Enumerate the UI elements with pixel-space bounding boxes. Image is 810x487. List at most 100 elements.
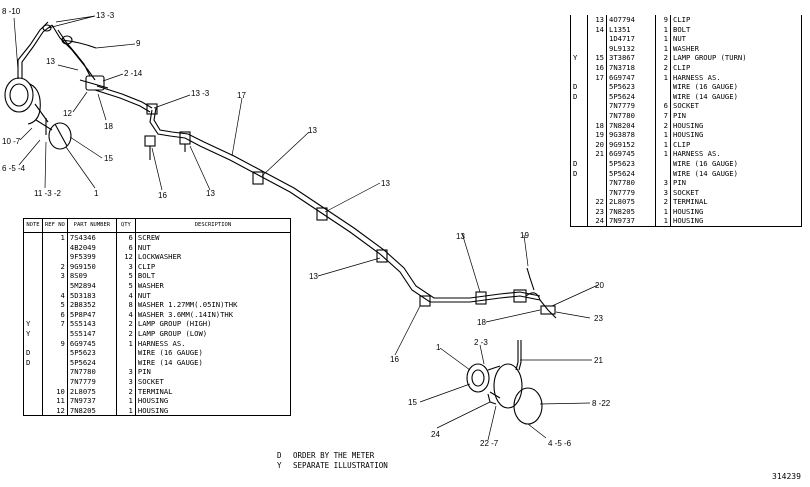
- cell-desc: SOCKET: [137, 376, 164, 386]
- cell-ref: 9: [42, 338, 68, 349]
- callout-19: 19: [520, 231, 529, 240]
- callout-1-upper: 1: [94, 189, 99, 198]
- callout-24: 24: [431, 430, 440, 439]
- cell-part: 5M2894: [67, 280, 117, 291]
- cell-desc: WIRE (16 GAUGE): [673, 158, 738, 168]
- cell-part: 5S5147: [67, 328, 117, 339]
- callout-16-upper: 16: [158, 191, 167, 200]
- callout-2-3: 2 -3: [474, 338, 488, 347]
- cell-desc: NUT: [137, 290, 151, 300]
- lower-right-lamp-assembly: [466, 340, 543, 425]
- cell-part: 3T3867: [606, 53, 656, 63]
- cell-note: [23, 290, 43, 301]
- callout-15-upper: 15: [104, 154, 113, 163]
- cell-ref: 18: [587, 120, 607, 131]
- cell-desc: NUT: [137, 242, 151, 252]
- cell-note: [23, 367, 43, 377]
- cell-qty: 1: [116, 405, 136, 416]
- cell-desc: LOCKWASHER: [137, 252, 182, 262]
- upper-left-lamp-assembly: [4, 21, 72, 150]
- col-ref-header: REF NO: [42, 218, 68, 233]
- callout-23: 23: [594, 314, 603, 323]
- cell-qty: 4: [116, 290, 136, 301]
- callout-2-14: 2 -14: [124, 69, 143, 78]
- cell-desc: NUT: [673, 34, 686, 44]
- cell-part: 5P8P47: [67, 309, 117, 320]
- cell-qty: 2: [655, 197, 671, 207]
- cell-desc: WIRE (14 GAUGE): [673, 168, 738, 178]
- cell-part: 7N7779: [606, 101, 656, 111]
- callout-13-d: 13: [309, 272, 318, 281]
- cell-part: 5S5143: [67, 319, 117, 329]
- cell-ref: [42, 242, 68, 253]
- cell-qty: 2: [655, 53, 671, 63]
- cell-part: 1D4717: [606, 34, 656, 44]
- cell-part: 5P5623: [67, 348, 117, 358]
- cell-ref: 21: [587, 149, 607, 159]
- cell-note: [23, 338, 43, 349]
- cell-desc: LAMP GROUP (HIGH): [137, 319, 212, 329]
- cell-ref: [42, 252, 68, 262]
- cell-desc: HOUSING: [673, 130, 704, 140]
- cell-note: [570, 187, 588, 198]
- cell-ref: 23: [587, 206, 607, 217]
- cell-qty: [116, 348, 136, 358]
- cell-desc: WASHER 3.6MM(.14IN)THK: [137, 309, 234, 319]
- cell-note: [23, 271, 43, 281]
- callout-12: 12: [63, 109, 72, 118]
- cell-note: [570, 43, 588, 54]
- cell-ref: 6: [42, 309, 68, 320]
- cell-ref: [587, 178, 607, 188]
- cell-ref: [42, 357, 68, 368]
- callout-4-5-6: 4 -5 -6: [548, 439, 572, 448]
- cell-qty: 4: [116, 309, 136, 320]
- cell-note: Y: [570, 53, 588, 63]
- cell-part: 8S09: [67, 271, 117, 281]
- parts-table-left: NOTE REF NO PART NUMBER QTY DESCRIPTION …: [23, 218, 291, 417]
- cell-note: [23, 386, 43, 397]
- cell-note: [570, 197, 588, 207]
- cell-desc: WIRE (14 GAUGE): [137, 357, 203, 367]
- cell-desc: LAMP GROUP (LOW): [137, 328, 208, 338]
- cell-part: 7N8204: [606, 120, 656, 131]
- cell-desc: PIN: [673, 110, 686, 120]
- cell-qty: 6: [116, 242, 136, 253]
- cell-qty: 3: [655, 187, 671, 198]
- cell-qty: 2: [116, 328, 136, 339]
- cell-part: 9F5399: [67, 252, 117, 262]
- cell-note: [570, 130, 588, 140]
- cell-desc: HARNESS AS.: [137, 338, 186, 348]
- callout-17: 17: [237, 91, 246, 100]
- cell-qty: 2: [655, 62, 671, 73]
- callout-9: 9: [136, 39, 141, 48]
- col-qty-header: QTY: [116, 218, 136, 233]
- cell-part: 2L8075: [606, 197, 656, 207]
- callout-13-e: 13: [456, 232, 465, 241]
- cell-ref: [587, 34, 607, 44]
- cell-qty: 2: [116, 386, 136, 397]
- callout-20: 20: [595, 281, 604, 290]
- cell-part: 7S4346: [67, 232, 117, 243]
- cell-note: [570, 206, 588, 217]
- cell-desc: HOUSING: [137, 405, 169, 415]
